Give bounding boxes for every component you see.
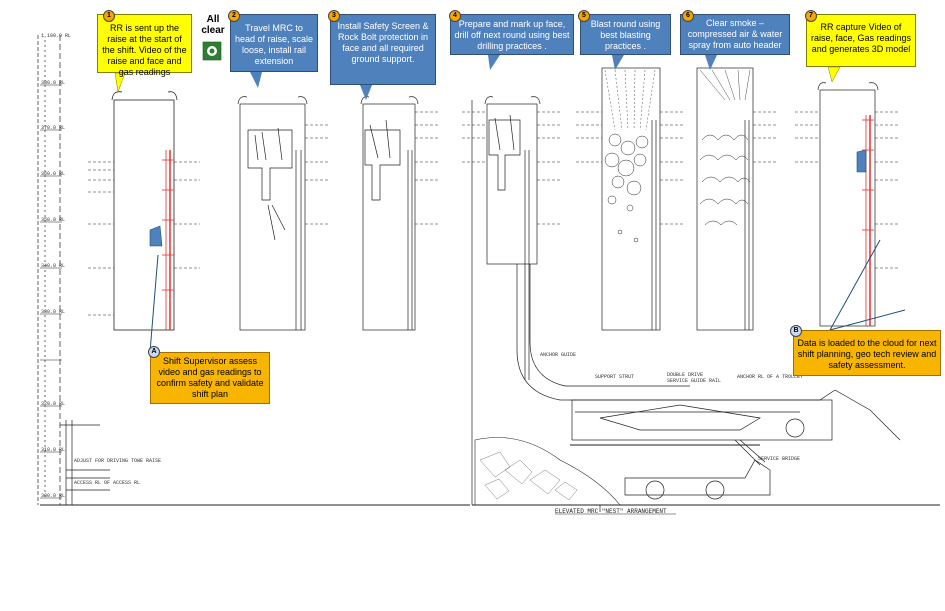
step-2-text: Travel MRC to head of raise, scale loose… — [234, 23, 314, 66]
anchor-guide-label: ANCHOR GUIDE — [540, 352, 577, 358]
step-5-callout: Blast round using best blasting practice… — [580, 14, 671, 55]
elevation-label: 1,100.0 RL — [41, 33, 72, 39]
note-b-text: Data is loaded to the cloud for next shi… — [797, 338, 937, 370]
drive-raise-label: ADJUST FOR DRIVING TOWE RAISE — [74, 458, 162, 464]
note-b-callout: Data is loaded to the cloud for next shi… — [793, 330, 941, 376]
all-clear-label: All clear — [201, 14, 225, 36]
step-7-badge: 7 — [805, 10, 817, 22]
elevation-label: 370.0 RL — [41, 125, 66, 131]
step-5-text: Blast round using best blasting practice… — [590, 19, 661, 51]
step-6-badge: 6 — [682, 10, 694, 22]
double-drive-label: DOUBLE DRIVE — [667, 372, 704, 378]
service-guide-rail-label: SERVICE GUIDE RAIL — [667, 378, 722, 384]
elevation-label: 360.0 RL — [41, 171, 66, 177]
step-7-callout: RR capture Video of raise, face, Gas rea… — [806, 14, 916, 67]
step-1-badge: 1 — [103, 10, 115, 22]
elevation-label: 380.0 RL — [41, 80, 66, 86]
step-1-callout: RR is sent up the raise at the start of … — [97, 14, 192, 77]
elevation-label: 310.0 RL — [41, 447, 66, 453]
step-6-text: Clear smoke – compressed air & water spr… — [687, 18, 783, 50]
step-3-text: Install Safety Screen & Rock Bolt protec… — [337, 21, 429, 64]
step-7-text: RR capture Video of raise, face, Gas rea… — [810, 22, 912, 54]
note-a-badge: A — [148, 346, 160, 358]
elevation-label: 300.0 RL — [41, 493, 66, 499]
step-3-callout: Install Safety Screen & Rock Bolt protec… — [330, 14, 436, 85]
access-label: ACCESS RL OF ACCESS RL — [74, 480, 141, 486]
step-3-badge: 3 — [328, 10, 340, 22]
step-2-callout: Travel MRC to head of raise, scale loose… — [230, 14, 318, 72]
step-6-callout: Clear smoke – compressed air & water spr… — [680, 14, 790, 55]
elevation-label: 340.0 RL — [41, 263, 66, 269]
step-4-callout: Prepare and mark up face, drill off next… — [450, 14, 574, 55]
elevation-label: 320.0 RL — [41, 401, 66, 407]
drawing-caption: ELEVATED MRC "NEST" ARRANGEMENT — [555, 508, 667, 515]
elevation-label: 330.0 RL — [41, 309, 66, 315]
note-b-badge: B — [790, 325, 802, 337]
note-a-callout: Shift Supervisor assess video and gas re… — [150, 352, 270, 404]
service-bridge-label: SERVICE BRIDGE — [758, 456, 801, 462]
elevation-label: 350.0 RL — [41, 217, 66, 223]
step-4-text: Prepare and mark up face, drill off next… — [454, 19, 570, 51]
step-5-badge: 5 — [578, 10, 590, 22]
note-a-text: Shift Supervisor assess video and gas re… — [156, 356, 264, 399]
all-clear-icon — [203, 42, 221, 60]
step-4-badge: 4 — [449, 10, 461, 22]
anchor-rl-label: ANCHOR RL OF A TROLLEY — [737, 374, 804, 380]
support-strut-label: SUPPORT STRUT — [595, 374, 635, 380]
step-1-text: RR is sent up the raise at the start of … — [102, 23, 187, 77]
step-2-badge: 2 — [228, 10, 240, 22]
